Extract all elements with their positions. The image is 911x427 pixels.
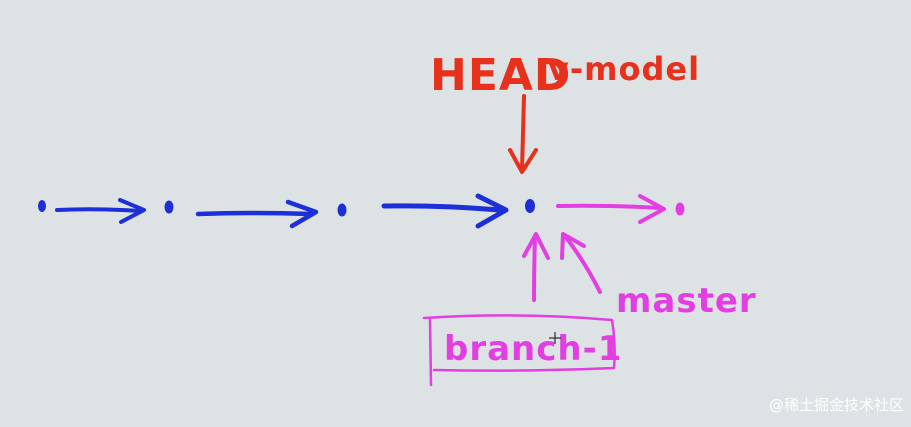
vmodel-label: v-model: [548, 50, 700, 88]
commit-dot-3: [337, 203, 347, 217]
arrow-4-to-5: [556, 194, 666, 224]
branch-pointer-arrow: [522, 232, 550, 302]
branch-label: branch-1: [444, 329, 622, 369]
commit-dot-5: [675, 202, 685, 216]
commit-dot-1: [38, 200, 46, 212]
commit-dot-4: [525, 199, 535, 213]
head-label: HEAD: [430, 50, 571, 101]
master-label: master: [616, 281, 757, 321]
arrow-3-to-4: [381, 193, 509, 229]
arrow-2-to-3: [195, 199, 319, 229]
arrow-1-to-2: [55, 198, 146, 224]
branch-label-box: [422, 314, 616, 387]
watermark-text: @稀土掘金技术社区: [769, 396, 904, 414]
master-pointer-arrow: [560, 232, 602, 294]
cursor-crosshair-icon: [549, 332, 561, 344]
head-pointer-arrow: [508, 94, 538, 174]
commit-dot-2: [164, 200, 174, 214]
